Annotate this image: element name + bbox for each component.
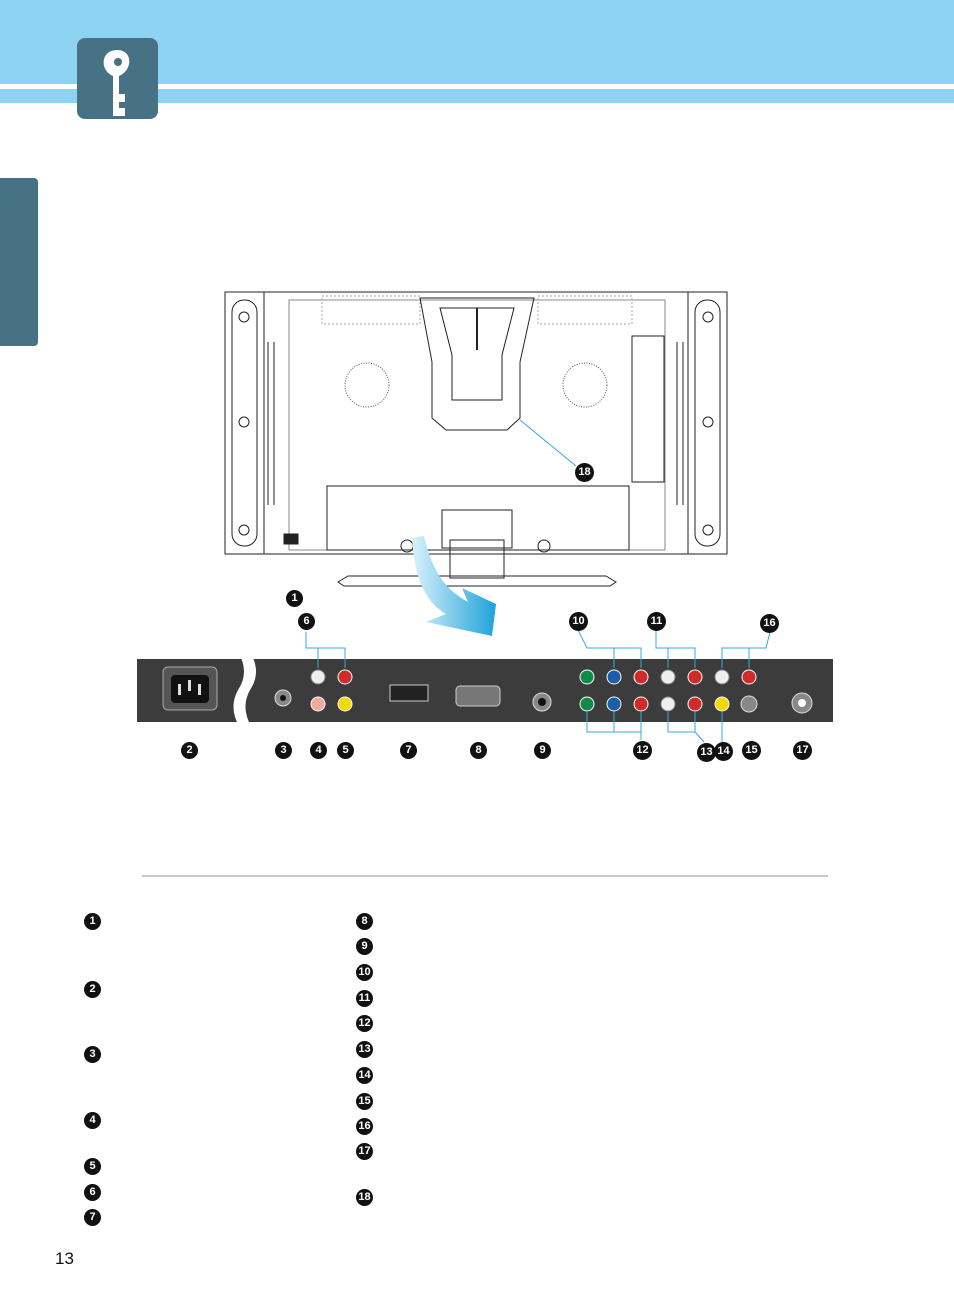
callout-18: 18 — [575, 463, 594, 482]
legend-item-6: 6 — [84, 1184, 101, 1201]
callout-1: 1 — [286, 590, 303, 607]
legend-item-3: 3 — [84, 1046, 101, 1063]
callout-17: 17 — [793, 741, 812, 760]
callout-14: 14 — [714, 742, 733, 761]
callout-15: 15 — [742, 741, 761, 760]
header-stripe — [0, 86, 954, 103]
callout-13: 13 — [697, 743, 716, 762]
legend-item-14: 14 — [356, 1067, 373, 1084]
legend-item-11: 11 — [356, 990, 373, 1007]
legend-item-7: 7 — [84, 1209, 101, 1226]
legend-item-5: 5 — [84, 1158, 101, 1175]
legend-item-9: 9 — [356, 938, 373, 955]
callout-6: 6 — [298, 613, 315, 630]
legend-item-2: 2 — [84, 981, 101, 998]
key-icon — [103, 50, 130, 116]
leader-lines — [305, 629, 771, 743]
rear-panel-figure — [137, 291, 833, 743]
callout-8: 8 — [470, 742, 487, 759]
section-divider — [142, 875, 828, 877]
callout-10: 10 — [569, 612, 588, 631]
connector-panel — [137, 652, 833, 728]
curved-arrow-icon — [412, 536, 496, 636]
callout-3: 3 — [275, 742, 292, 759]
legend-item-1: 1 — [84, 913, 101, 930]
callout-11: 11 — [647, 612, 666, 631]
page-number: 13 — [55, 1249, 74, 1268]
tv-rear-view — [224, 291, 728, 587]
legend-item-18: 18 — [356, 1189, 373, 1206]
legend-item-15: 15 — [356, 1093, 373, 1110]
legend-item-10: 10 — [356, 964, 373, 981]
callout-5: 5 — [337, 742, 354, 759]
legend-item-4: 4 — [84, 1112, 101, 1129]
legend-item-8: 8 — [356, 913, 373, 930]
legend-item-16: 16 — [356, 1118, 373, 1135]
header-bar — [0, 0, 954, 84]
section-tab — [0, 178, 38, 346]
callout-4: 4 — [310, 742, 327, 759]
legend-item-13: 13 — [356, 1041, 373, 1058]
callout-9: 9 — [534, 742, 551, 759]
callout-16: 16 — [760, 614, 779, 633]
key-tile — [77, 38, 158, 119]
legend-item-12: 12 — [356, 1015, 373, 1032]
callout-12: 12 — [633, 741, 652, 760]
callout-7: 7 — [400, 742, 417, 759]
legend-item-17: 17 — [356, 1143, 373, 1160]
callout-2: 2 — [181, 742, 198, 759]
